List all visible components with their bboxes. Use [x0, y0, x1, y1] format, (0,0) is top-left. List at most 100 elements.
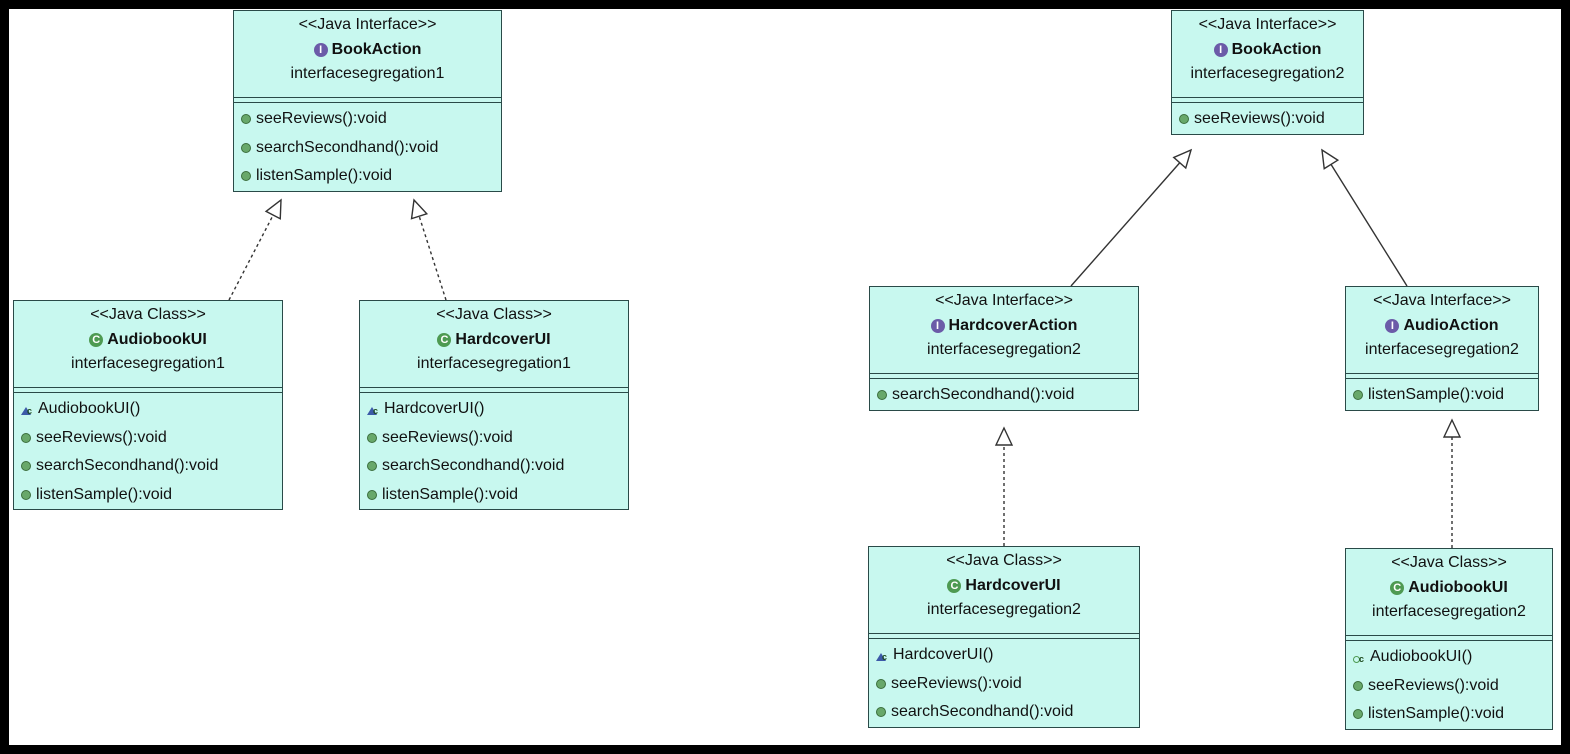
- interface-icon: I: [313, 43, 328, 57]
- stereotype-label: <<Java Class>>: [946, 552, 1062, 569]
- method-row[interactable]: searchSecondhand():void: [877, 381, 1138, 410]
- operations-compartment: listenSample():void: [1346, 379, 1538, 410]
- type-name-text: AudiobookUI: [107, 331, 207, 348]
- type-name-text: HardcoverUI: [965, 577, 1061, 594]
- method-row[interactable]: seeReviews():void: [367, 424, 628, 453]
- method-row[interactable]: seeReviews():void: [876, 670, 1139, 699]
- type-name-text: BookAction: [1231, 41, 1322, 58]
- constructor-signature: HardcoverUI(): [384, 400, 485, 417]
- method-signature: searchSecondhand():void: [891, 703, 1074, 720]
- public-method-icon: [367, 432, 377, 443]
- relation-line: [1070, 162, 1181, 287]
- operations-compartment: seeReviews():void: [1172, 103, 1363, 134]
- package-constructor-icon: c: [876, 648, 888, 662]
- hollow-arrowhead: [994, 426, 1014, 446]
- generalization-arrow-aa2-to-ba2b[interactable]: [1321, 148, 1408, 287]
- type-name-text: AudioAction: [1403, 317, 1499, 334]
- class-icon: C: [1390, 581, 1405, 595]
- method-row[interactable]: seeReviews():void: [1179, 105, 1363, 134]
- public-method-icon: [21, 461, 31, 472]
- hollow-arrowhead: [264, 198, 282, 220]
- attributes-compartment: [1172, 97, 1363, 103]
- method-signature: listenSample():void: [256, 167, 393, 184]
- attributes-compartment: [1346, 635, 1552, 641]
- public-constructor-icon: c: [1353, 650, 1365, 664]
- method-signature: listenSample():void: [382, 485, 519, 503]
- method-row[interactable]: searchSecondhand():void: [367, 452, 628, 481]
- method-signature: seeReviews():void: [382, 428, 513, 446]
- method-signature: listenSample():void: [1368, 386, 1505, 403]
- hollow-arrowhead: [1172, 148, 1193, 170]
- constructor-row[interactable]: c AudiobookUI(): [21, 395, 282, 424]
- method-signature: seeReviews():void: [256, 110, 387, 127]
- generalization-arrow-hca2-to-ba2a[interactable]: [1070, 148, 1193, 287]
- method-row[interactable]: listenSample():void: [1353, 700, 1552, 729]
- type-name-text: BookAction: [331, 41, 422, 58]
- method-row[interactable]: listenSample():void: [367, 481, 628, 510]
- method-row[interactable]: listenSample():void: [241, 162, 501, 191]
- realization-arrow-ab1-to-ba1[interactable]: [228, 198, 282, 301]
- public-method-icon: [876, 678, 886, 689]
- package-label: interfacesegregation1: [71, 355, 225, 372]
- package-label: interfacesegregation2: [1372, 603, 1526, 620]
- method-row[interactable]: listenSample():void: [1353, 381, 1538, 410]
- stereotype-label: <<Java Class>>: [436, 306, 552, 323]
- method-row[interactable]: seeReviews():void: [21, 424, 282, 453]
- attributes-compartment: [14, 387, 282, 393]
- class-icon: C: [89, 333, 104, 347]
- method-row[interactable]: listenSample():void: [21, 481, 282, 510]
- attributes-compartment: [869, 633, 1139, 639]
- public-method-icon: [1353, 709, 1363, 720]
- method-row[interactable]: searchSecondhand():void: [241, 134, 501, 163]
- operations-compartment: seeReviews():void searchSecondhand():void…: [234, 103, 501, 191]
- package-label: interfacesegregation1: [417, 355, 571, 372]
- hollow-arrowhead: [1321, 148, 1340, 170]
- stereotype-label: <<Java Interface>>: [935, 292, 1073, 309]
- stereotype-label: <<Java Class>>: [1391, 554, 1507, 571]
- hollow-arrowhead: [410, 198, 429, 220]
- method-row[interactable]: searchSecondhand():void: [21, 452, 282, 481]
- interface-icon: I: [1213, 43, 1228, 57]
- type-name-text: HardcoverAction: [948, 317, 1078, 334]
- realization-arrow-hc2-to-hca2[interactable]: [994, 426, 1014, 546]
- realization-arrow-ab2-to-aa2[interactable]: [1442, 418, 1462, 548]
- package-label: interfacesegregation2: [1365, 341, 1519, 358]
- constructor-signature: AudiobookUI(): [38, 400, 141, 417]
- method-signature: seeReviews():void: [1368, 676, 1499, 694]
- relation-line: [1330, 164, 1408, 287]
- method-signature: seeReviews():void: [1194, 110, 1325, 127]
- method-row[interactable]: seeReviews():void: [1353, 672, 1552, 701]
- method-signature: searchSecondhand():void: [256, 138, 439, 156]
- method-signature: searchSecondhand():void: [892, 386, 1075, 403]
- class-icon: C: [947, 579, 962, 593]
- attributes-compartment: [1346, 373, 1538, 379]
- package-constructor-icon: c: [21, 402, 33, 416]
- method-row[interactable]: seeReviews():void: [241, 105, 501, 134]
- method-signature: searchSecondhand():void: [36, 457, 219, 474]
- attributes-compartment: [360, 387, 628, 393]
- method-row[interactable]: searchSecondhand():void: [876, 698, 1139, 727]
- public-method-icon: [877, 390, 887, 401]
- realization-arrow-hc1-to-ba1[interactable]: [410, 198, 447, 301]
